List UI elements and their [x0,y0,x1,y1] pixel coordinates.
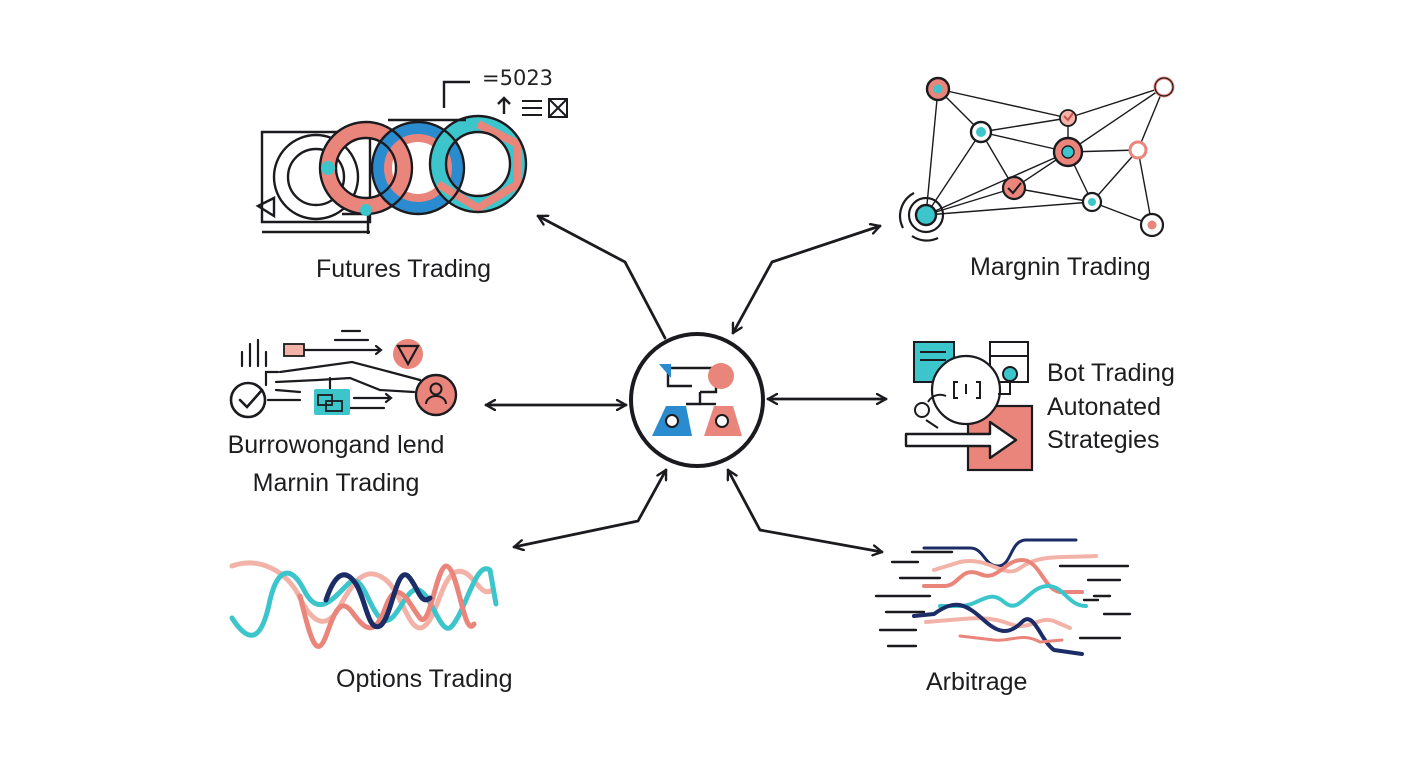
arrow-to-options [512,468,668,547]
futures-readout [522,98,568,118]
margin-trading-label: Margnin Trading [970,253,1151,281]
network-graph-icon [898,76,1175,242]
price-lines-icon [874,538,1132,656]
wave-chart-icon [229,560,499,649]
arrow-to-margin [731,226,882,335]
futures-readout-value: =5023 [482,66,554,90]
bot-label-line2: Autonated [1047,393,1161,421]
borrowing-label-line2: Marnin Trading [252,469,420,497]
arrow-to-arbitrage [726,468,884,552]
bot-strategy-icon [904,341,1034,472]
connectors [484,216,888,552]
exchange-hub-icon [629,332,765,468]
arrow-to-futures [536,216,667,340]
arbitrage-label: Arbitrage [926,668,1028,696]
bot-label-line3: Strategies [1047,426,1160,454]
futures-trading-label: Futures Trading [316,255,492,283]
lending-flow-icon [229,329,458,419]
interlocking-rings-icon [255,80,528,234]
bot-label-line1: Bot Trading [1047,359,1175,387]
borrowing-label-line1: Burrowongand lend [227,431,445,459]
options-trading-label: Options Trading [336,665,513,693]
